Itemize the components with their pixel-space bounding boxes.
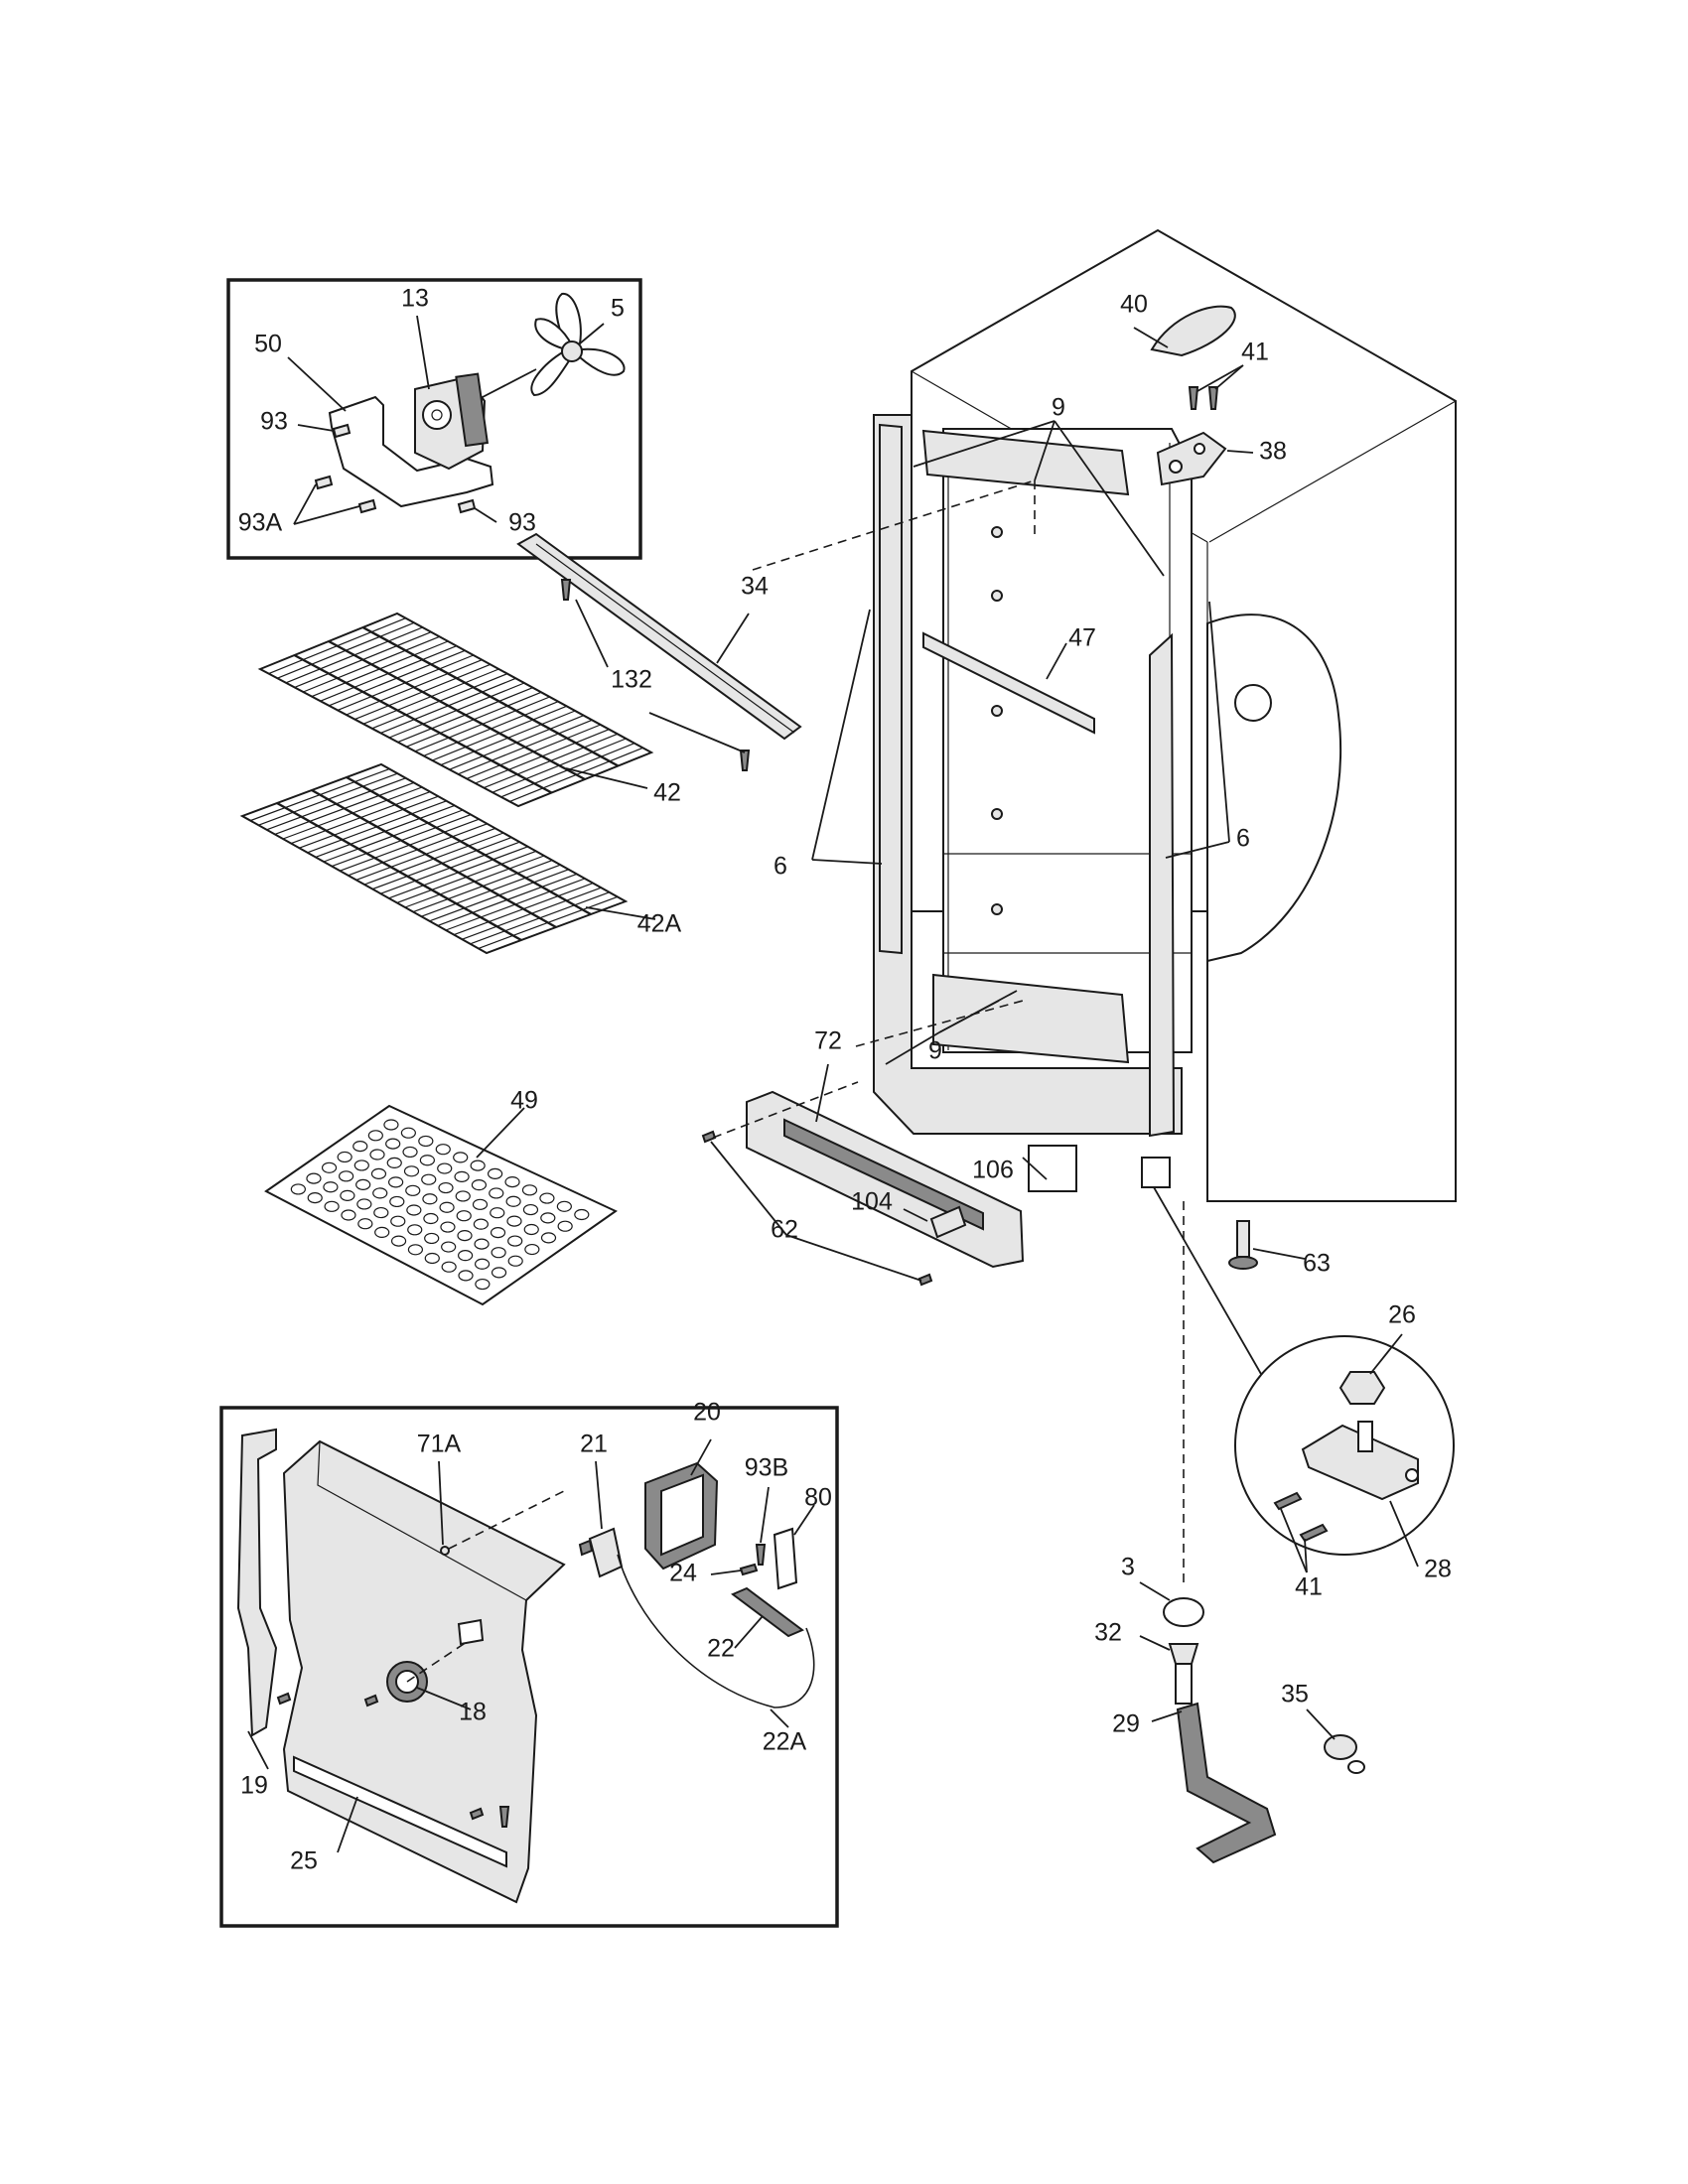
label-9-top: 9 (1052, 394, 1065, 422)
label-106: 106 (972, 1157, 1014, 1184)
label-42: 42 (653, 779, 681, 807)
breaker-screws-132 (560, 579, 751, 771)
cabinet-bottom-plate (1028, 1145, 1171, 1192)
label-25: 25 (290, 1847, 318, 1875)
drain-gasket-19 (236, 1428, 278, 1737)
label-13: 13 (401, 285, 429, 313)
label-6-left: 6 (774, 853, 787, 881)
label-32: 32 (1094, 1619, 1122, 1647)
label-20: 20 (693, 1399, 721, 1427)
evaporator-cover-inset-frame (219, 1406, 839, 1928)
label-93-left: 93 (260, 408, 288, 436)
grille-clip-104 (929, 1205, 967, 1239)
label-104: 104 (851, 1188, 893, 1216)
defrost-thermostat-21 (578, 1527, 624, 1578)
liner-holes (991, 526, 1003, 915)
label-34: 34 (741, 573, 769, 601)
cabinet-liner-opening (873, 414, 1193, 1135)
thermostat-cover-20 (644, 1461, 719, 1570)
wire-basket-floor (264, 1104, 618, 1306)
wire-shelf-lower (239, 762, 629, 955)
door-gasket-right (1149, 632, 1176, 1138)
fan-blade (530, 292, 626, 397)
label-18: 18 (459, 1699, 487, 1726)
label-42A: 42A (637, 910, 682, 938)
label-21: 21 (580, 1431, 608, 1458)
screw-93B (755, 1544, 767, 1566)
washer-35 (1324, 1734, 1365, 1774)
top-hinge (1156, 431, 1227, 486)
label-132: 132 (611, 666, 652, 694)
top-hinge-screws (1188, 386, 1219, 410)
label-62: 62 (771, 1216, 798, 1244)
label-22: 22 (707, 1635, 735, 1663)
label-50: 50 (254, 331, 282, 358)
label-71A: 71A (417, 1431, 462, 1458)
label-93-right: 93 (508, 509, 536, 537)
defrost-heater-22 (731, 1586, 804, 1638)
label-41-hinge: 41 (1295, 1573, 1323, 1601)
label-26: 26 (1388, 1301, 1416, 1329)
label-19: 19 (240, 1772, 268, 1800)
cover-screws (276, 1692, 510, 1828)
hinge-nut-26 (1338, 1371, 1386, 1405)
cap-3 (1163, 1597, 1204, 1627)
heater-wire-22A (617, 1554, 815, 1708)
label-28: 28 (1424, 1556, 1452, 1583)
door-stop-pin-29 (1176, 1702, 1277, 1864)
label-35: 35 (1281, 1681, 1309, 1708)
label-80: 80 (804, 1484, 832, 1512)
label-5: 5 (611, 295, 625, 323)
label-9-bottom: 9 (928, 1037, 942, 1065)
wire-shelf-upper (257, 612, 654, 808)
fan-inset-screws (314, 423, 477, 514)
label-6-right: 6 (1236, 825, 1250, 853)
label-40: 40 (1120, 291, 1148, 319)
part-number-labels: 5 13 50 93 93 93A 40 41 9 38 34 47 132 4… (238, 285, 1452, 1875)
label-24: 24 (669, 1560, 697, 1587)
grille-screws-62 (701, 1130, 933, 1287)
bushing-32 (1168, 1643, 1199, 1705)
fan-motor-inset-frame (226, 278, 642, 560)
label-22A: 22A (763, 1728, 807, 1756)
fan-motor-bracket (328, 395, 494, 508)
gasket-bottom (932, 973, 1130, 1064)
breaker-strip-top (516, 532, 802, 741)
label-3: 3 (1121, 1554, 1135, 1581)
label-38: 38 (1259, 438, 1287, 466)
label-41-top: 41 (1241, 339, 1269, 366)
bottom-hinge-screws-41 (1273, 1491, 1329, 1543)
door-gasket-left (879, 423, 903, 955)
label-29: 29 (1112, 1710, 1140, 1738)
label-49: 49 (510, 1087, 538, 1115)
thermostat-window-71A (440, 1546, 485, 1646)
shelf-rail (922, 631, 1095, 735)
leveling-leg (1228, 1220, 1258, 1270)
fan-motor (414, 368, 537, 471)
bottom-hinge-28 (1301, 1421, 1419, 1501)
label-47: 47 (1068, 624, 1096, 652)
top-hinge-cover (1150, 305, 1236, 357)
bracket-80 (773, 1527, 798, 1590)
screw-24 (739, 1563, 759, 1576)
label-72: 72 (814, 1027, 842, 1055)
label-63: 63 (1303, 1250, 1331, 1278)
label-93A: 93A (238, 509, 283, 537)
label-93B: 93B (745, 1454, 788, 1482)
drain-trough-25 (293, 1755, 507, 1868)
rear-coil-cover (1206, 614, 1342, 963)
